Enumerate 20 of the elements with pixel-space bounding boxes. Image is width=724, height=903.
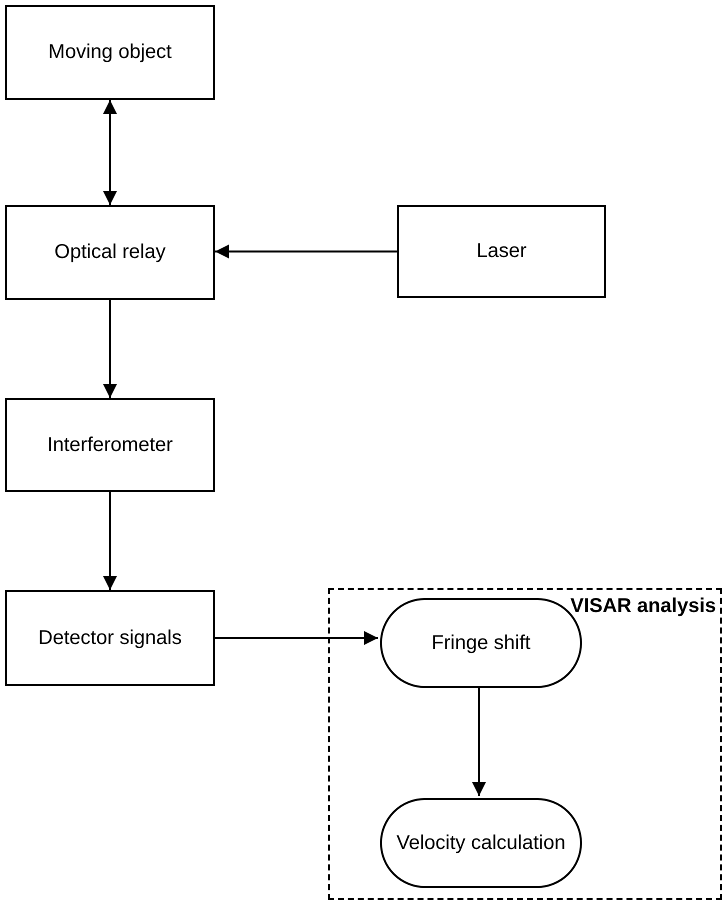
arrow [103,492,117,590]
process-box [5,205,215,300]
node-label: Velocity calculation [396,830,566,856]
process-box [5,590,215,686]
arrow [215,631,378,645]
arrow [472,686,486,796]
node-label: Fringe shift [432,630,530,656]
node-label: Laser [476,239,527,264]
process-box [397,205,606,298]
dashed-group-frame [328,588,722,900]
process-box [5,5,215,100]
node-label: Interferometer [47,432,173,458]
node-label: Detector signals [38,626,182,650]
arrow [215,244,397,258]
process-box [5,398,215,492]
arrow [103,300,117,398]
node-label: Optical relay [54,240,166,265]
arrow [103,100,117,205]
group-heading: VISAR analysis [570,594,716,619]
node-label: Moving object [48,40,172,65]
